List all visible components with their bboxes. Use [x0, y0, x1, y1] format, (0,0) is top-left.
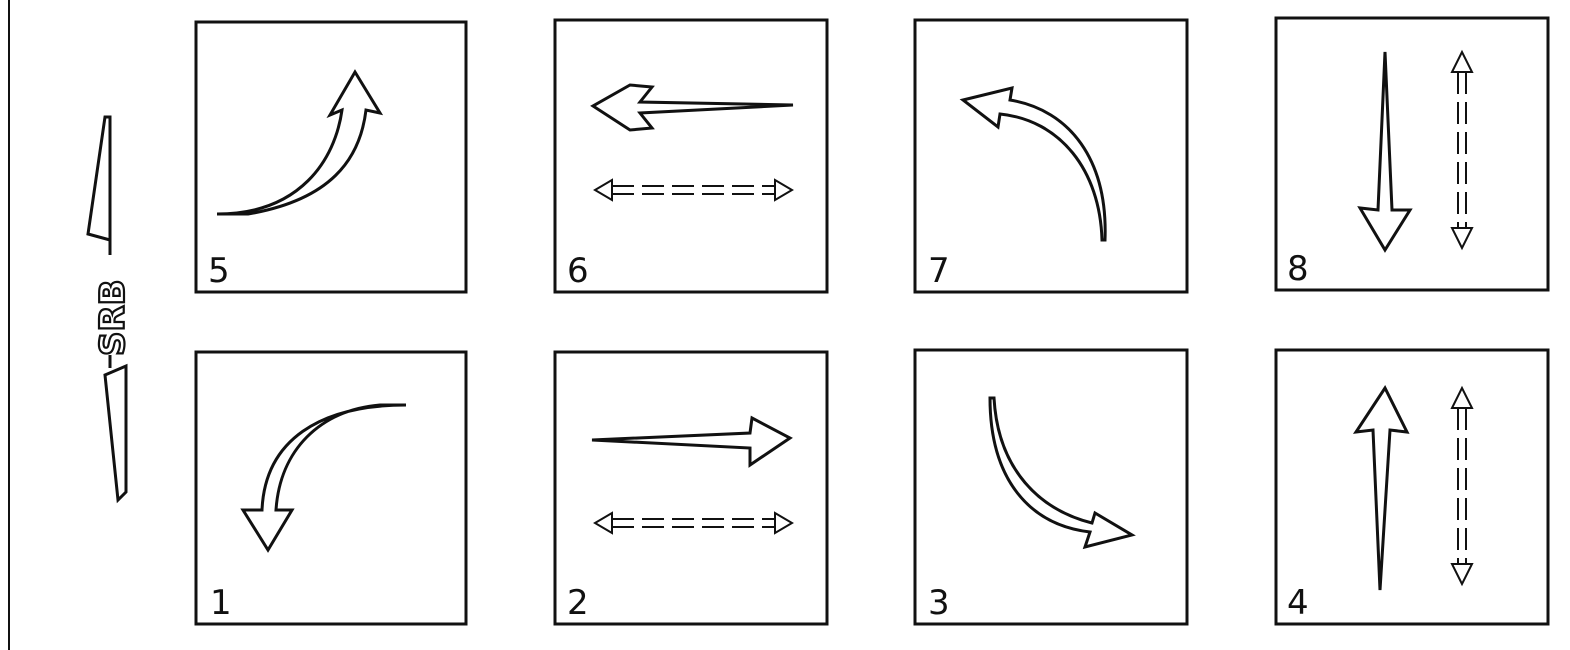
panel-label-4: 4 — [1287, 583, 1309, 623]
logo-upper-wedge — [86, 115, 112, 242]
panel-frame-8 — [1274, 16, 1550, 292]
panel-label-8: 8 — [1287, 249, 1309, 289]
panel-label-5: 5 — [208, 251, 230, 291]
panel-label-6: 6 — [567, 251, 589, 291]
curved-arrow-down-left-icon — [240, 403, 407, 553]
dashed-double-arrow-horizontal-icon — [593, 178, 794, 202]
panel-label-3: 3 — [928, 583, 950, 623]
curved-arrow-up-left-icon — [959, 86, 1107, 242]
panel-label-7: 7 — [928, 251, 950, 291]
arrow-down-icon — [1357, 51, 1413, 253]
srb-logo: SRB — [86, 115, 134, 504]
panel-frame-3 — [913, 348, 1189, 626]
panel-frame-2 — [553, 350, 829, 626]
arrow-right-icon — [591, 415, 793, 468]
logo-lower-wedge — [103, 363, 128, 504]
left-border-rule — [8, 0, 10, 650]
logo-text: SRB — [93, 279, 133, 356]
dashed-double-arrow-vertical-icon — [1450, 49, 1474, 251]
dashed-double-arrow-horizontal-icon — [593, 511, 794, 535]
curved-arrow-down-right-icon — [988, 396, 1136, 550]
dashed-double-arrow-vertical-icon — [1450, 385, 1474, 587]
panel-frame-7 — [913, 18, 1189, 294]
curved-arrow-up-right-icon — [216, 69, 384, 216]
arrow-up-icon — [1352, 385, 1410, 591]
panel-frame-4 — [1274, 348, 1550, 626]
panel-frame-5 — [194, 20, 468, 294]
panel-frame-1 — [194, 350, 468, 626]
panel-frame-6 — [553, 18, 829, 294]
panel-label-2: 2 — [567, 583, 589, 623]
arrow-left-icon — [590, 83, 794, 132]
panel-label-1: 1 — [210, 583, 232, 623]
